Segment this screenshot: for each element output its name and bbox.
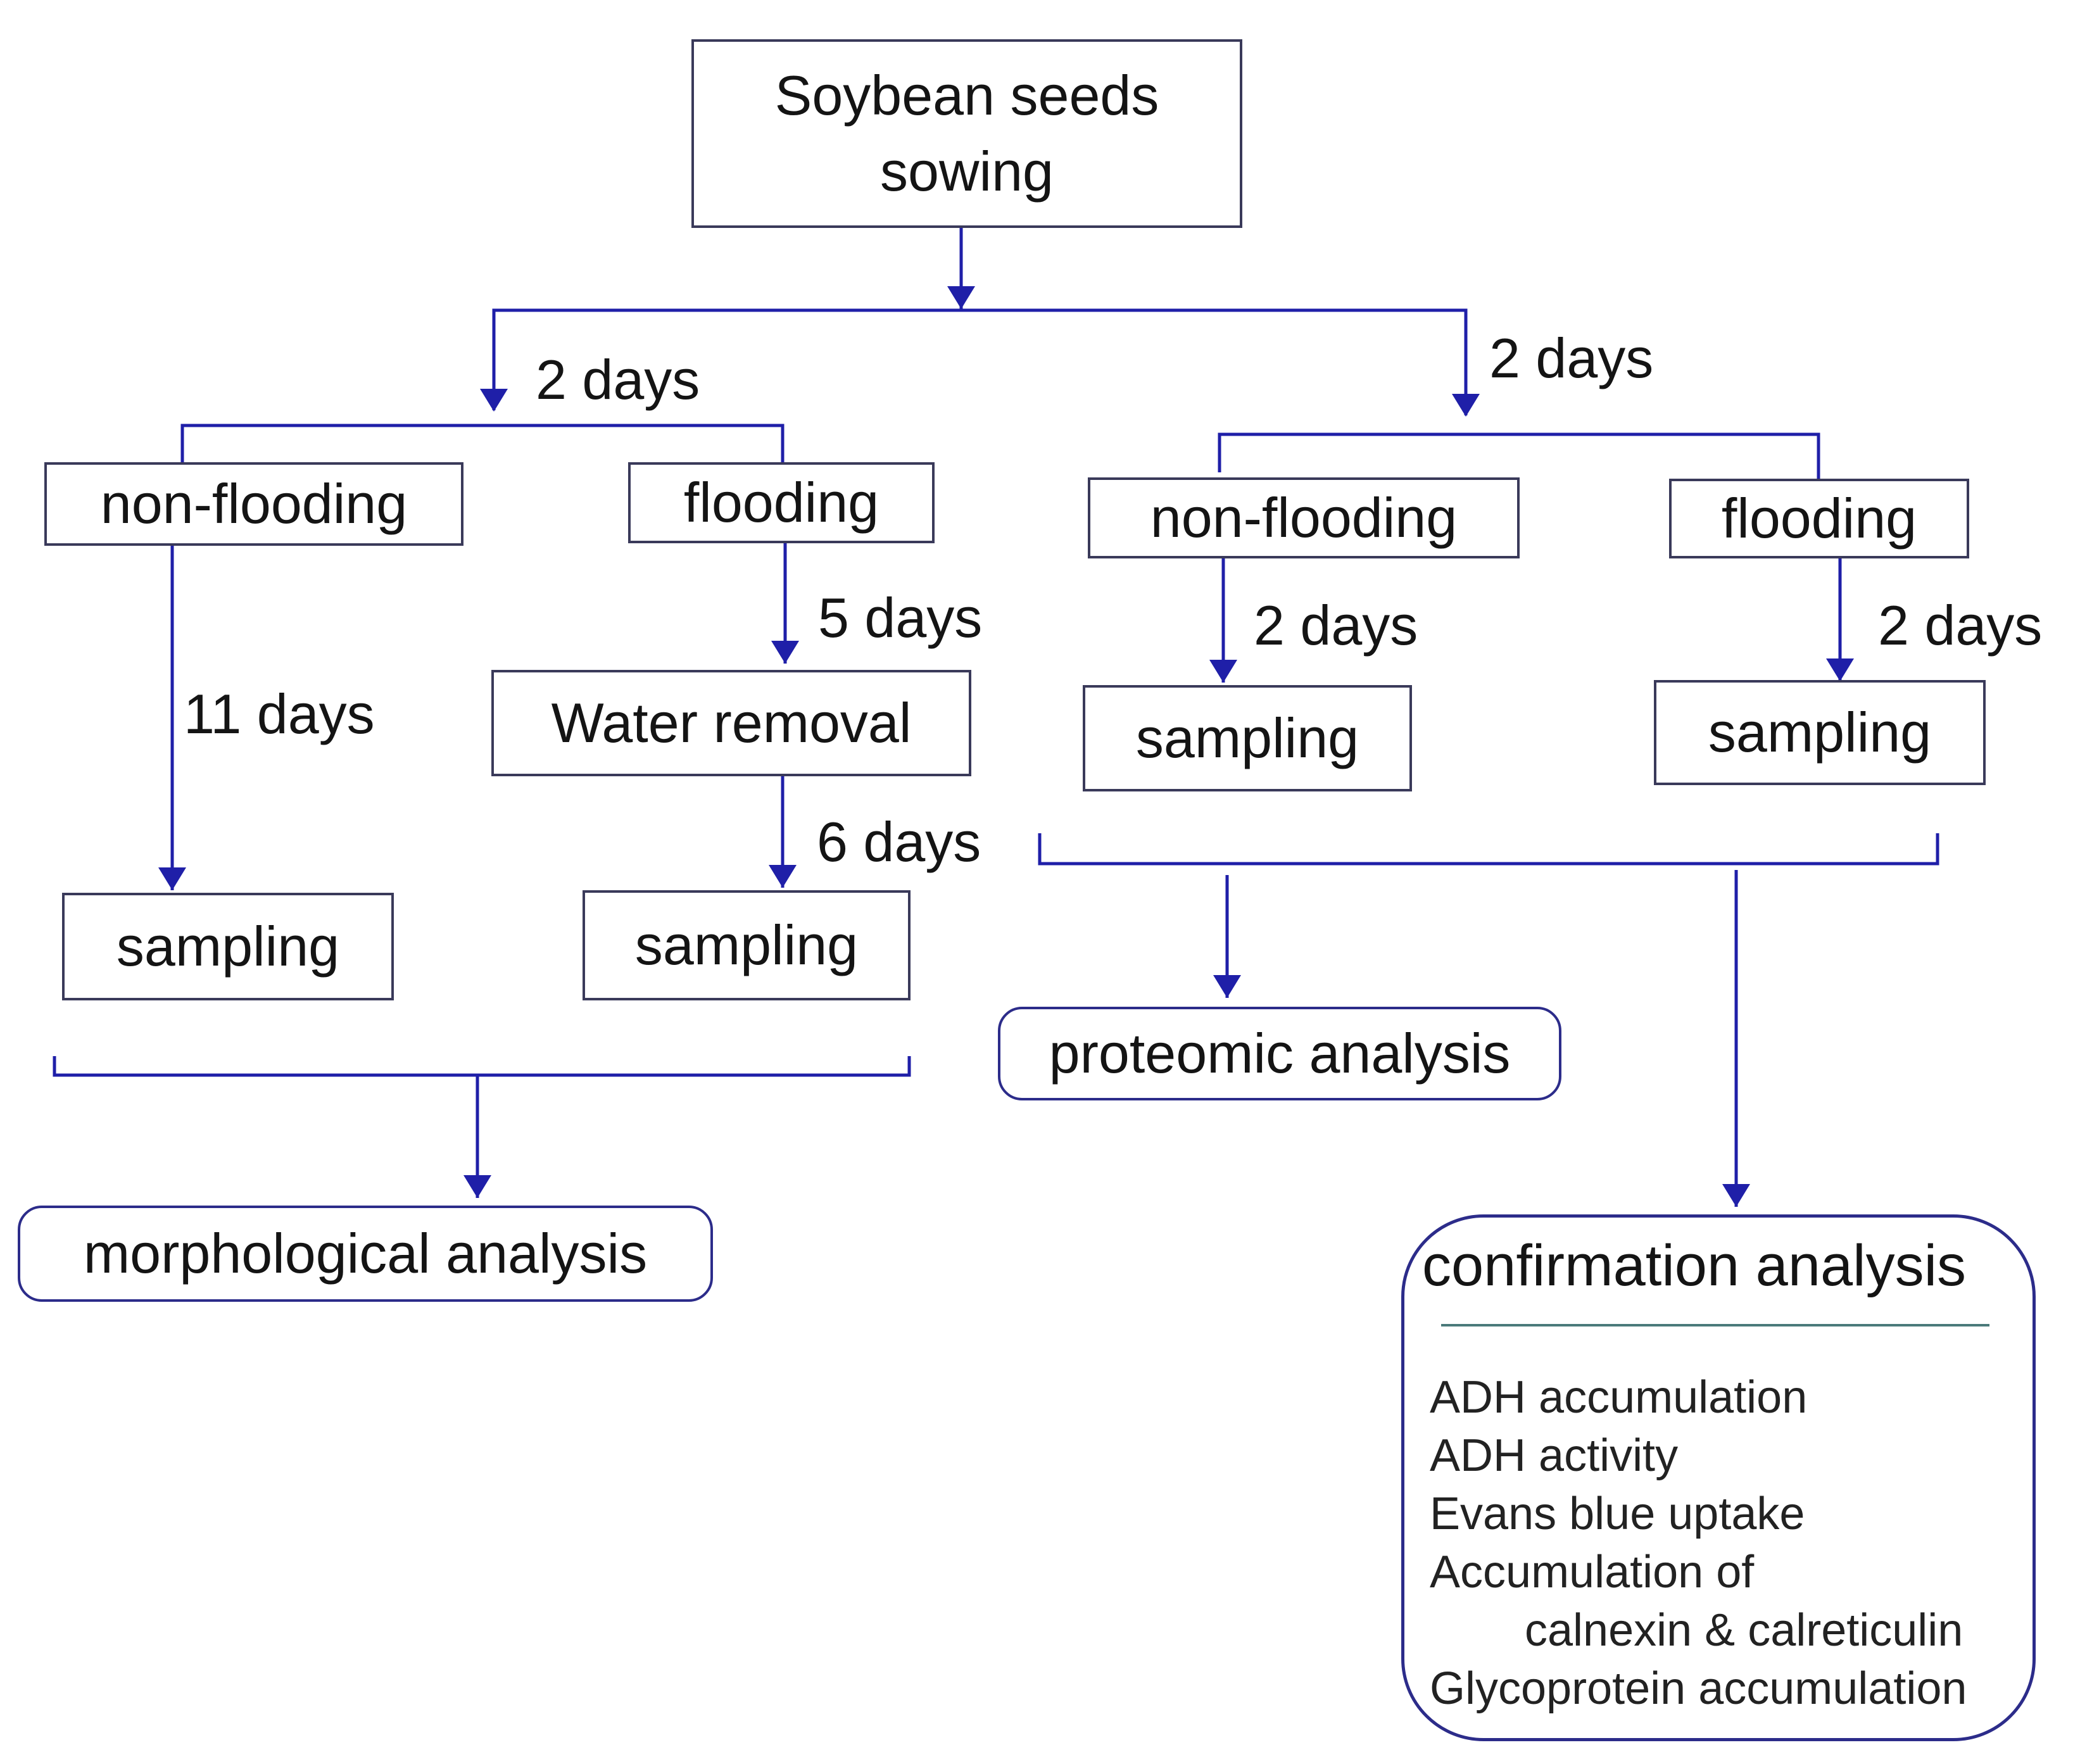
- left-bottom-bracket: [53, 1056, 911, 1077]
- confirmation-item: ADH activity: [1430, 1430, 1679, 1481]
- left-sampling-a-box: sampling: [62, 893, 394, 1000]
- right-nonflooding-duration: 2 days: [1254, 594, 1418, 657]
- confirmation-item: Glycoprotein accumulation: [1430, 1663, 1967, 1714]
- right-flooding-duration: 2 days: [1878, 594, 2043, 657]
- confirmation-item: Accumulation of: [1430, 1547, 1755, 1597]
- left-nonflooding-duration: 11 days: [184, 683, 375, 745]
- start-box: Soybean seeds sowing: [691, 39, 1242, 228]
- confirmation-list: ADH accumulation ADH activity Evans blue…: [1430, 1368, 1967, 1718]
- start-arrowhead: [947, 286, 975, 309]
- confirmation-item: calnexin & calreticulin: [1525, 1605, 1963, 1656]
- confirmation-item: Evans blue uptake: [1430, 1489, 1805, 1539]
- start-line-2: sowing: [880, 140, 1054, 203]
- arrowhead-left-flooding: [771, 641, 799, 664]
- arrowhead-proteomic: [1213, 975, 1241, 998]
- right-sampling-a-box: sampling: [1083, 685, 1412, 791]
- left-flooding-box: flooding: [628, 462, 935, 543]
- arrowhead-right-flooding: [1826, 658, 1854, 681]
- split-right-arrowhead: [1452, 394, 1480, 417]
- confirmation-item: ADH accumulation: [1430, 1372, 1808, 1423]
- right-flooding-box: flooding: [1669, 479, 1969, 558]
- split-left-arrowhead: [480, 389, 508, 412]
- right-sub-bracket: [1218, 432, 1820, 479]
- confirmation-title: confirmation analysis: [1422, 1233, 1967, 1298]
- branch-right-label: 2 days: [1489, 327, 1654, 389]
- split-line: [492, 308, 1468, 415]
- left-sampling-b-box: sampling: [583, 890, 911, 1000]
- arrowhead-right-nonflooding: [1209, 660, 1237, 683]
- left-nonflooding-box: non-flooding: [44, 462, 463, 546]
- start-line-1: Soybean seeds: [774, 64, 1159, 127]
- left-flooding-duration: 5 days: [818, 586, 983, 649]
- branch-left-label: 2 days: [536, 348, 700, 411]
- right-sampling-b-box: sampling: [1654, 680, 1986, 785]
- arrowhead-left-nonflooding: [158, 867, 186, 890]
- proteomic-analysis-box: proteomic analysis: [998, 1007, 1561, 1100]
- right-nonflooding-box: non-flooding: [1088, 477, 1520, 558]
- confirmation-divider: [1441, 1324, 1989, 1326]
- arrowhead-water-removal: [769, 865, 797, 888]
- water-removal-box: Water removal: [491, 670, 971, 776]
- arrowhead-morphological: [463, 1175, 491, 1198]
- right-bottom-bracket: [1038, 833, 1939, 866]
- water-removal-duration: 6 days: [817, 810, 981, 873]
- left-sub-bracket: [180, 424, 785, 462]
- confirmation-analysis-box: confirmation analysis ADH accumulation A…: [1401, 1214, 2036, 1741]
- arrowhead-confirmation: [1722, 1184, 1750, 1207]
- morphological-analysis-box: morphological analysis: [18, 1206, 713, 1302]
